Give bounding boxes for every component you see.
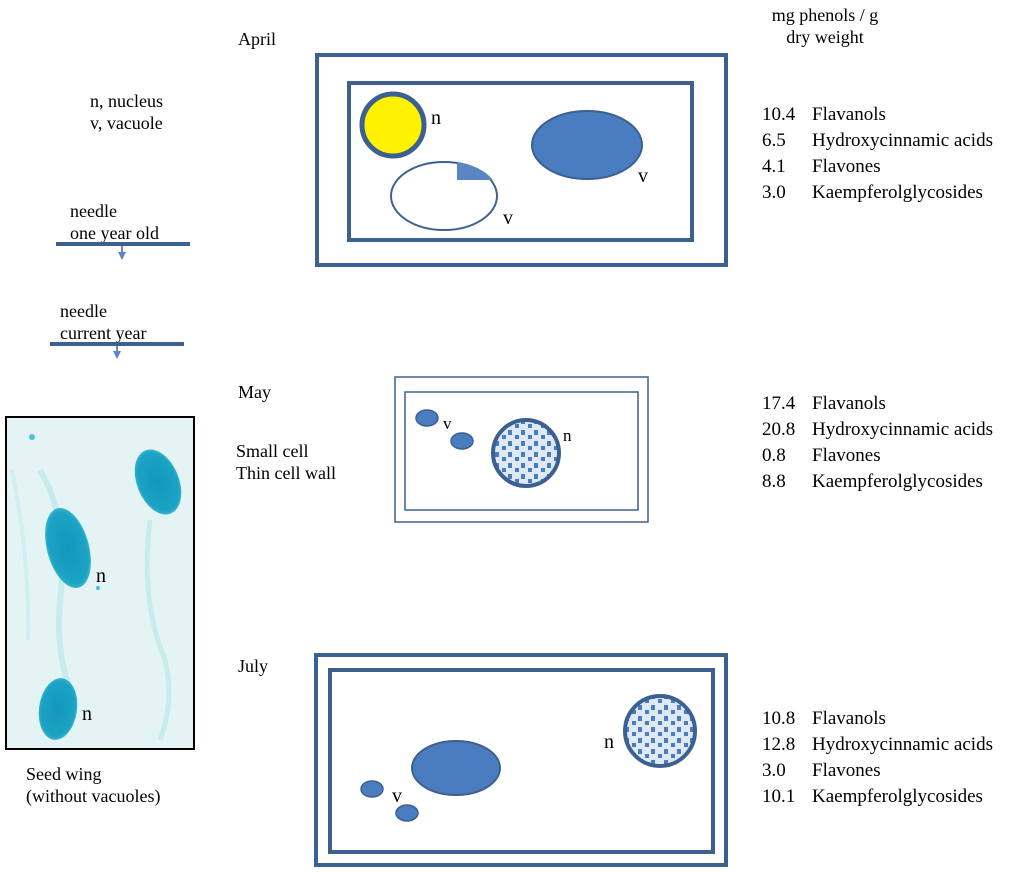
units-line-1: mg phenols / g <box>771 5 879 25</box>
compound-value: 3.0 <box>762 760 786 781</box>
may-note: Small cell Thin cell wall <box>236 440 336 484</box>
april-inner-wall <box>347 81 694 242</box>
compound-row: 17.4 Flavanols <box>762 391 993 417</box>
photo-label-n: n <box>96 565 106 587</box>
may-outer-wall <box>394 376 649 523</box>
compound-row: 3.0 Kaempferolglycosides <box>762 180 993 206</box>
april-nucleus <box>359 91 427 159</box>
photo-caption-line-1: Seed wing <box>26 764 102 784</box>
needle-one-year-label: needle one year old <box>70 200 159 244</box>
compound-value: 12.8 <box>762 734 796 755</box>
legend: n, nucleus v, vacuole <box>90 90 163 134</box>
compound-name: Hydroxycinnamic acids <box>812 734 993 755</box>
compound-row: 12.8 Hydroxycinnamic acids <box>762 732 993 758</box>
compound-name: Flavones <box>812 156 881 177</box>
compound-value: 6.5 <box>762 130 786 151</box>
compound-value: 17.4 <box>762 393 796 414</box>
may-label-n: n <box>563 426 572 445</box>
compound-row: 10.8 Flavanols <box>762 706 993 732</box>
may-vacuole <box>415 409 439 427</box>
compound-name: Flavones <box>812 445 881 466</box>
april-cell <box>315 53 728 267</box>
month-july: July <box>238 656 269 676</box>
july-inner-wall <box>328 668 715 854</box>
april-compounds: 10.4 Flavanols 6.5 Hydroxycinnamic acids 4… <box>762 102 993 206</box>
needle-one-year-line-1: needle <box>70 201 117 221</box>
photo-label-n: n <box>82 703 92 725</box>
needle-current-line-1: needle <box>60 301 107 321</box>
seed-wing-photo <box>5 416 195 750</box>
may-label-v: v <box>443 414 452 433</box>
units-line-2: dry weight <box>786 27 864 47</box>
needle-current-label: needle current year <box>60 300 146 344</box>
april-label-v: v <box>638 165 648 187</box>
stained-nucleus <box>134 449 182 515</box>
compound-name: Kaempferolglycosides <box>812 786 983 807</box>
july-vacuole <box>360 780 384 798</box>
compound-row: 0.8 Flavones <box>762 443 993 469</box>
compound-name: Kaempferolglycosides <box>812 471 983 492</box>
compound-name: Hydroxycinnamic acids <box>812 130 993 151</box>
july-outer-wall <box>314 653 728 867</box>
compound-name: Flavones <box>812 760 881 781</box>
compound-value: 3.0 <box>762 182 786 203</box>
may-nucleus-bg <box>493 420 559 486</box>
compound-row: 10.4 Flavanols <box>762 102 993 128</box>
compound-value: 10.1 <box>762 786 796 807</box>
may-cell <box>394 376 649 523</box>
compound-row: 20.8 Hydroxycinnamic acids <box>762 417 993 443</box>
compound-row: 8.8 Kaempferolglycosides <box>762 469 993 495</box>
month-april: April <box>238 29 276 49</box>
compound-value: 10.8 <box>762 708 796 729</box>
july-vacuole <box>411 740 501 796</box>
compound-name: Flavanols <box>812 393 886 414</box>
needle-current-arrow <box>113 351 121 359</box>
needle-one-year-line-2: one year old <box>70 223 159 243</box>
compound-name: Kaempferolglycosides <box>812 182 983 203</box>
compound-value: 0.8 <box>762 445 786 466</box>
april-label-n: n <box>431 107 441 129</box>
legend-vacuole: v, vacuole <box>90 113 163 133</box>
compound-row: 6.5 Hydroxycinnamic acids <box>762 128 993 154</box>
compound-value: 20.8 <box>762 419 796 440</box>
units-header: mg phenols / g dry weight <box>762 4 888 48</box>
compound-row: 3.0 Flavones <box>762 758 993 784</box>
compound-row: 4.1 Flavones <box>762 154 993 180</box>
may-note-line-2: Thin cell wall <box>236 463 336 483</box>
may-inner-wall <box>404 391 639 511</box>
july-cell <box>314 653 728 867</box>
april-outer-wall <box>315 53 728 267</box>
compound-value: 4.1 <box>762 156 786 177</box>
month-may: May <box>238 382 271 402</box>
july-nucleus-bg <box>625 696 695 766</box>
legend-nucleus: n, nucleus <box>90 91 163 111</box>
compound-name: Hydroxycinnamic acids <box>812 419 993 440</box>
july-label-v: v <box>392 785 402 807</box>
april-vacuole-empty <box>390 161 498 231</box>
compound-name: Flavanols <box>812 708 886 729</box>
july-vacuole <box>395 804 419 822</box>
compound-row: 10.1 Kaempferolglycosides <box>762 784 993 810</box>
july-label-n: n <box>604 731 614 753</box>
may-vacuole <box>450 432 474 450</box>
needle-one-year-arrow <box>118 252 126 260</box>
april-vacuole-segment <box>457 162 493 180</box>
photo-caption: Seed wing (without vacuoles) <box>26 763 160 807</box>
stained-nucleus <box>45 508 91 588</box>
april-vacuole-filled <box>531 110 643 180</box>
needle-current-line-2: current year <box>60 323 147 343</box>
april-label-v: v <box>503 207 513 229</box>
may-note-line-1: Small cell <box>236 441 309 461</box>
stained-nucleus <box>38 678 78 740</box>
compound-value: 10.4 <box>762 104 796 125</box>
photo-caption-line-2: (without vacuoles) <box>26 786 161 806</box>
compound-name: Flavanols <box>812 104 886 125</box>
may-nucleus <box>491 418 561 488</box>
july-nucleus <box>623 694 697 768</box>
compound-value: 8.8 <box>762 471 786 492</box>
